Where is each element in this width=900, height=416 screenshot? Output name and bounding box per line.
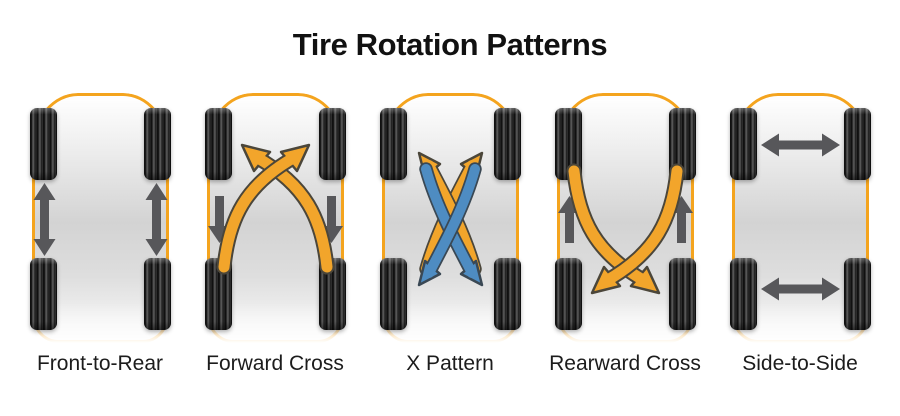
pattern-label: Side-to-Side — [742, 352, 858, 375]
car-diagram-front-to-rear — [28, 93, 173, 345]
tire-rear-right — [493, 258, 521, 330]
tire-front-right — [143, 108, 171, 180]
side-to-side-arrows — [760, 133, 840, 301]
pattern-rearward-cross: Rearward Cross — [549, 93, 701, 375]
left-vertical-double-arrow-icon — [33, 183, 55, 256]
pattern-front-to-rear: Front-to-Rear — [28, 93, 173, 375]
blue-down-arrow-to-rear-right-icon — [418, 162, 483, 287]
page-title: Tire Rotation Patterns — [292, 27, 608, 62]
cross-arrow-rear-left-to-front-right-icon — [216, 143, 310, 275]
blue-down-arrow-to-rear-left-icon — [417, 162, 482, 287]
tire-rear-right — [143, 258, 171, 330]
pattern-side-to-side: Side-to-Side — [728, 93, 873, 375]
pattern-label: Rearward Cross — [549, 352, 701, 375]
tire-rear-right — [843, 258, 871, 330]
tire-front-right — [493, 108, 521, 180]
tire-rear-left — [379, 258, 407, 330]
front-to-rear-arrows — [33, 183, 167, 256]
rearward-cross-arrows — [557, 163, 693, 295]
tire-front-left — [379, 108, 407, 180]
pattern-forward-cross: Forward Cross — [203, 93, 348, 375]
pattern-label: Forward Cross — [206, 352, 344, 375]
tire-rear-right — [668, 258, 696, 330]
tire-front-right — [843, 108, 871, 180]
car-diagram-rearward-cross — [553, 93, 698, 345]
tire-front-left — [29, 108, 57, 180]
pattern-label: Front-to-Rear — [36, 352, 164, 375]
car-diagram-forward-cross — [203, 93, 348, 345]
x-pattern-arrows — [417, 151, 483, 287]
forward-cross-arrows — [207, 143, 343, 275]
tire-front-left — [729, 108, 757, 180]
rear-horizontal-double-arrow-icon — [760, 277, 840, 301]
front-horizontal-double-arrow-icon — [760, 133, 840, 157]
tire-rear-left — [729, 258, 757, 330]
tire-rear-left — [554, 258, 582, 330]
patterns-row: Front-to-Rear — [0, 93, 900, 375]
pattern-label: X Pattern — [406, 352, 494, 375]
car-diagram-x-pattern — [378, 93, 523, 345]
pattern-x-pattern: X Pattern — [378, 93, 523, 375]
tire-front-right — [318, 108, 346, 180]
car-diagram-side-to-side — [728, 93, 873, 345]
tire-front-left — [204, 108, 232, 180]
cross-arrow-front-right-to-rear-left-icon — [590, 163, 684, 295]
right-vertical-double-arrow-icon — [145, 183, 167, 256]
tire-rear-left — [29, 258, 57, 330]
